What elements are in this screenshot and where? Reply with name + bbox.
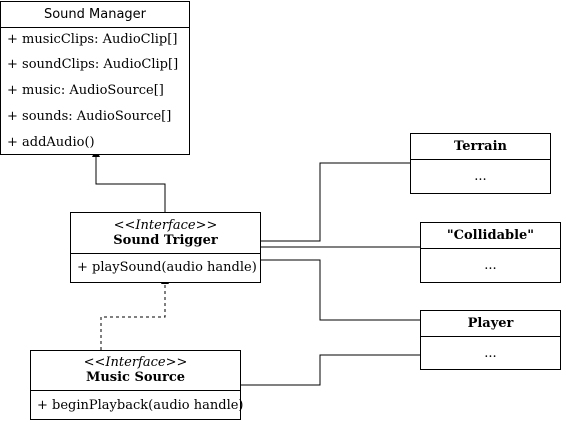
music-source-title: Music Source <box>85 370 186 385</box>
player-body: ... <box>421 337 560 369</box>
sound-manager-title: Sound Manager <box>43 7 147 22</box>
terrain-title: Terrain <box>454 139 507 154</box>
sound-manager-member: + music: AudioSource[] <box>7 83 164 98</box>
terrain-body: ... <box>411 160 550 193</box>
music-source-to-trigger-connector <box>100 276 169 350</box>
music-source-interface[interactable]: <<Interface>> Music Source + beginPlayba… <box>30 350 244 420</box>
sound-manager-member: + soundClips: AudioClip[] <box>7 57 179 72</box>
terrain-ellipsis: ... <box>474 169 487 184</box>
sound-manager-header: Sound Manager <box>1 2 189 28</box>
music-source-method: + beginPlayback(audio handle) <box>37 398 244 413</box>
terrain-header: Terrain <box>411 134 550 160</box>
collidable-body: ... <box>421 249 560 282</box>
player-title: Player <box>467 316 514 331</box>
collidable-ellipsis: ... <box>484 258 497 273</box>
trigger-to-manager-connector <box>92 149 166 212</box>
trigger-to-player-connector <box>260 259 421 321</box>
sound-trigger-interface[interactable]: <<Interface>> Sound Trigger + playSound(… <box>70 212 261 283</box>
collidable-class[interactable]: "Collidable" ... <box>420 222 561 283</box>
sound-manager-class[interactable]: Sound Manager + musicClips: AudioClip[] … <box>0 1 190 155</box>
collidable-header: "Collidable" <box>421 223 560 249</box>
sound-trigger-header: <<Interface>> Sound Trigger <box>71 213 260 254</box>
sound-manager-member: + musicClips: AudioClip[] <box>7 32 178 47</box>
sound-trigger-method: + playSound(audio handle) <box>77 260 257 275</box>
collidable-title: "Collidable" <box>446 228 535 243</box>
player-class[interactable]: Player ... <box>420 310 561 370</box>
terrain-class[interactable]: Terrain ... <box>410 133 551 194</box>
music-source-stereotype: <<Interface>> <box>83 355 188 370</box>
trigger-to-terrain-connector <box>260 162 411 242</box>
music-source-to-player-connector <box>240 354 421 386</box>
sound-manager-member: + sounds: AudioSource[] <box>7 109 172 124</box>
sound-trigger-stereotype: <<Interface>> <box>113 217 218 233</box>
sound-manager-member: + addAudio() <box>7 135 95 150</box>
music-source-header: <<Interface>> Music Source <box>31 351 240 391</box>
sound-trigger-title: Sound Trigger <box>113 232 218 248</box>
player-ellipsis: ... <box>484 345 497 361</box>
player-header: Player <box>421 311 560 337</box>
